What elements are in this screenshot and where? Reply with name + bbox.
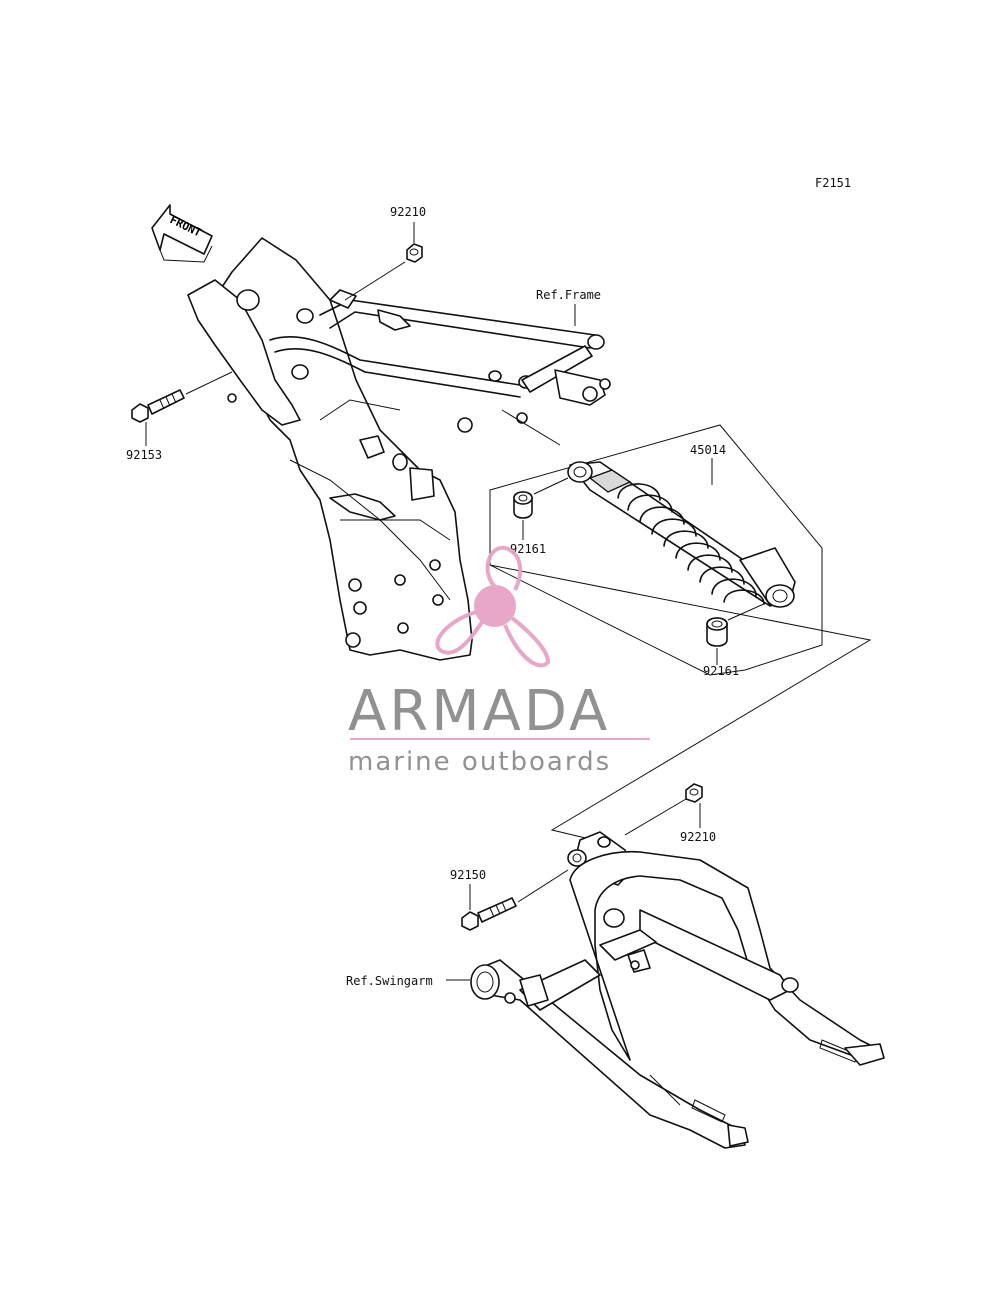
shock-absorber-icon xyxy=(567,461,796,608)
figure-code: F2151 xyxy=(815,176,851,190)
collar-92161-lower-icon xyxy=(706,617,728,647)
watermark-tagline: marine outboards xyxy=(348,747,611,777)
swingarm-drawing xyxy=(470,831,885,1149)
frame-drawing xyxy=(187,237,611,661)
part-label-92161-lower: 92161 xyxy=(703,664,739,678)
part-label-92161-upper: 92161 xyxy=(510,542,546,556)
bolt-92153-icon xyxy=(131,389,185,423)
part-label-92210-top: 92210 xyxy=(390,205,426,219)
front-arrow-icon: FRONT xyxy=(151,204,213,263)
part-label-92150: 92150 xyxy=(450,868,486,882)
part-label-92153: 92153 xyxy=(126,448,162,462)
part-label-92210-lower: 92210 xyxy=(680,830,716,844)
bolt-92150-icon xyxy=(461,897,517,931)
part-label-ref-swingarm: Ref.Swingarm xyxy=(346,974,433,988)
shock-group-outline xyxy=(489,409,872,846)
armada-logo: ARMADA marine outboards xyxy=(348,545,650,777)
part-label-45014: 45014 xyxy=(690,443,726,457)
collar-92161-upper-icon xyxy=(513,491,533,519)
part-label-ref-frame: Ref.Frame xyxy=(536,288,601,302)
nut-92210-top-icon xyxy=(406,243,423,263)
nut-92210-lower-icon xyxy=(685,783,703,803)
propeller-logo-icon xyxy=(435,545,551,668)
watermark-brand: ARMADA xyxy=(348,679,610,744)
